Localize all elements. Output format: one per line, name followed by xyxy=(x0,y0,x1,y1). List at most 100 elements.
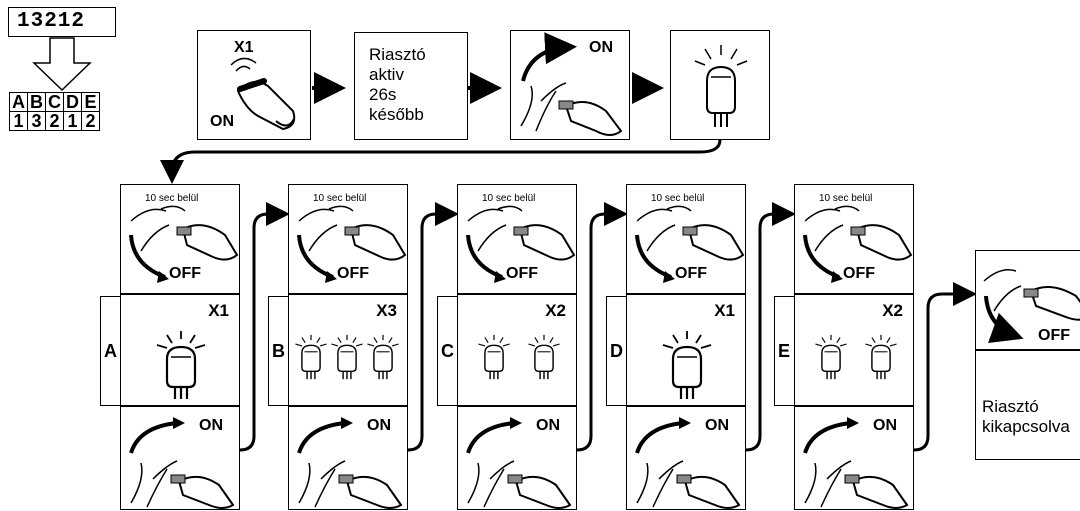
blink-count: X1 xyxy=(208,301,229,320)
ignition-on-icon xyxy=(803,417,909,509)
step-alarm-active: Riasztó aktiv 26s később xyxy=(354,32,468,140)
ignition-on-icon xyxy=(129,417,235,509)
state-on-label: ON xyxy=(873,417,897,434)
final-off-panel: OFF xyxy=(975,250,1080,350)
timer-label: 10 sec belül xyxy=(482,193,536,204)
text-line: aktiv xyxy=(369,65,404,84)
ignition-on-panel: ON xyxy=(794,406,914,510)
blink-count: X2 xyxy=(545,301,566,320)
ignition-off-icon xyxy=(129,205,239,283)
state-off-label: OFF xyxy=(843,265,875,282)
blink-count-panel: X1 xyxy=(120,294,240,406)
table-row-digits: 1 3 2 1 2 xyxy=(9,111,100,131)
step-led xyxy=(670,30,770,140)
blink-count: X3 xyxy=(376,301,397,320)
state-off-label: OFF xyxy=(169,265,201,282)
press-count: X1 xyxy=(234,39,254,56)
timer-off-panel: 10 sec belül OFF xyxy=(288,184,408,294)
state-on-label: ON xyxy=(199,417,223,434)
step-letter: B xyxy=(272,341,285,361)
led-icon xyxy=(478,334,510,380)
text-line: később xyxy=(369,105,424,124)
state-off-label: OFF xyxy=(337,265,369,282)
blink-count: X1 xyxy=(714,301,735,320)
state-off-label: OFF xyxy=(675,265,707,282)
connector-line xyxy=(160,139,722,184)
led-group xyxy=(815,334,897,380)
state-on-label: ON xyxy=(367,417,391,434)
blink-count-panel: X2 xyxy=(794,294,914,406)
table-row-letters: A B C D E xyxy=(9,92,100,112)
timer-label: 10 sec belül xyxy=(145,193,199,204)
led-icon xyxy=(156,331,206,399)
ignition-on-icon xyxy=(297,417,403,509)
timer-label: 10 sec belül xyxy=(313,193,367,204)
text-line: 26s xyxy=(369,85,397,104)
led-group xyxy=(478,334,560,380)
led-group xyxy=(295,334,399,380)
led-icon xyxy=(815,334,847,380)
state-on-label: ON xyxy=(210,113,234,130)
led-icon xyxy=(295,334,327,380)
ignition-on-panel: ON xyxy=(457,406,577,510)
state-off-label: OFF xyxy=(1038,327,1070,344)
alarm-text: Riasztó aktiv 26s később xyxy=(369,45,426,125)
step-letter-tab: C xyxy=(437,296,459,406)
step-letter-tab: D xyxy=(606,296,628,406)
blink-count-panel: X2 xyxy=(457,294,577,406)
state-on-label: ON xyxy=(705,417,729,434)
hollow-arrow-icon xyxy=(32,37,92,92)
code-value: 13212 xyxy=(17,10,86,33)
final-text: Riasztó kikapcsolva xyxy=(982,397,1070,437)
ignition-off-icon xyxy=(635,205,745,283)
table-cell: E xyxy=(81,92,100,112)
step-letter-tab: A xyxy=(100,296,122,406)
step-letter: A xyxy=(104,341,117,361)
connector-line xyxy=(913,282,977,452)
blink-count-panel: X1 xyxy=(626,294,746,406)
connector-line xyxy=(745,202,796,452)
text-line: Riasztó xyxy=(982,397,1039,416)
ignition-off-icon xyxy=(297,205,407,283)
ignition-on-panel: ON xyxy=(626,406,746,510)
timer-off-panel: 10 sec belül OFF xyxy=(120,184,240,294)
led-icon xyxy=(662,331,712,399)
timer-off-panel: 10 sec belül OFF xyxy=(626,184,746,294)
table-cell: A xyxy=(9,92,28,112)
ignition-on-panel: ON xyxy=(120,406,240,510)
table-cell: 2 xyxy=(81,111,100,131)
step-letter: C xyxy=(441,341,454,361)
remote-hand-icon xyxy=(230,57,296,131)
step-letter: D xyxy=(610,341,623,361)
ignition-key-icon xyxy=(520,32,623,136)
led-icon xyxy=(528,334,560,380)
timer-off-panel: 10 sec belül OFF xyxy=(457,184,577,294)
ignition-off-icon xyxy=(466,205,576,283)
table-cell: D xyxy=(63,92,82,112)
ignition-on-icon xyxy=(466,417,572,509)
step-letter-tab: B xyxy=(268,296,290,406)
text-line: Riasztó xyxy=(369,45,426,64)
blink-count-panel: X3 xyxy=(288,294,408,406)
state-on-label: ON xyxy=(536,417,560,434)
code-table: A B C D E 1 3 2 1 2 xyxy=(9,92,100,131)
state-off-label: OFF xyxy=(506,265,538,282)
step-letter: E xyxy=(778,341,791,361)
connector-line xyxy=(576,202,628,452)
ignition-on-panel: ON xyxy=(288,406,408,510)
ignition-off-icon xyxy=(983,269,1080,343)
led-icon xyxy=(367,334,399,380)
step-letter-tab: E xyxy=(774,296,796,406)
code-box: 13212 xyxy=(8,7,116,37)
state-on-label: ON xyxy=(589,39,613,56)
led-group xyxy=(662,331,712,399)
led-icon xyxy=(865,334,897,380)
ignition-off-icon xyxy=(803,205,913,283)
connector-line xyxy=(239,202,290,452)
led-icon xyxy=(331,334,363,380)
text-line: kikapcsolva xyxy=(982,417,1070,436)
table-cell: 1 xyxy=(9,111,28,131)
blink-count: X2 xyxy=(882,301,903,320)
timer-off-panel: 10 sec belül OFF xyxy=(794,184,914,294)
step-remote-press: X1 ON xyxy=(197,30,311,140)
